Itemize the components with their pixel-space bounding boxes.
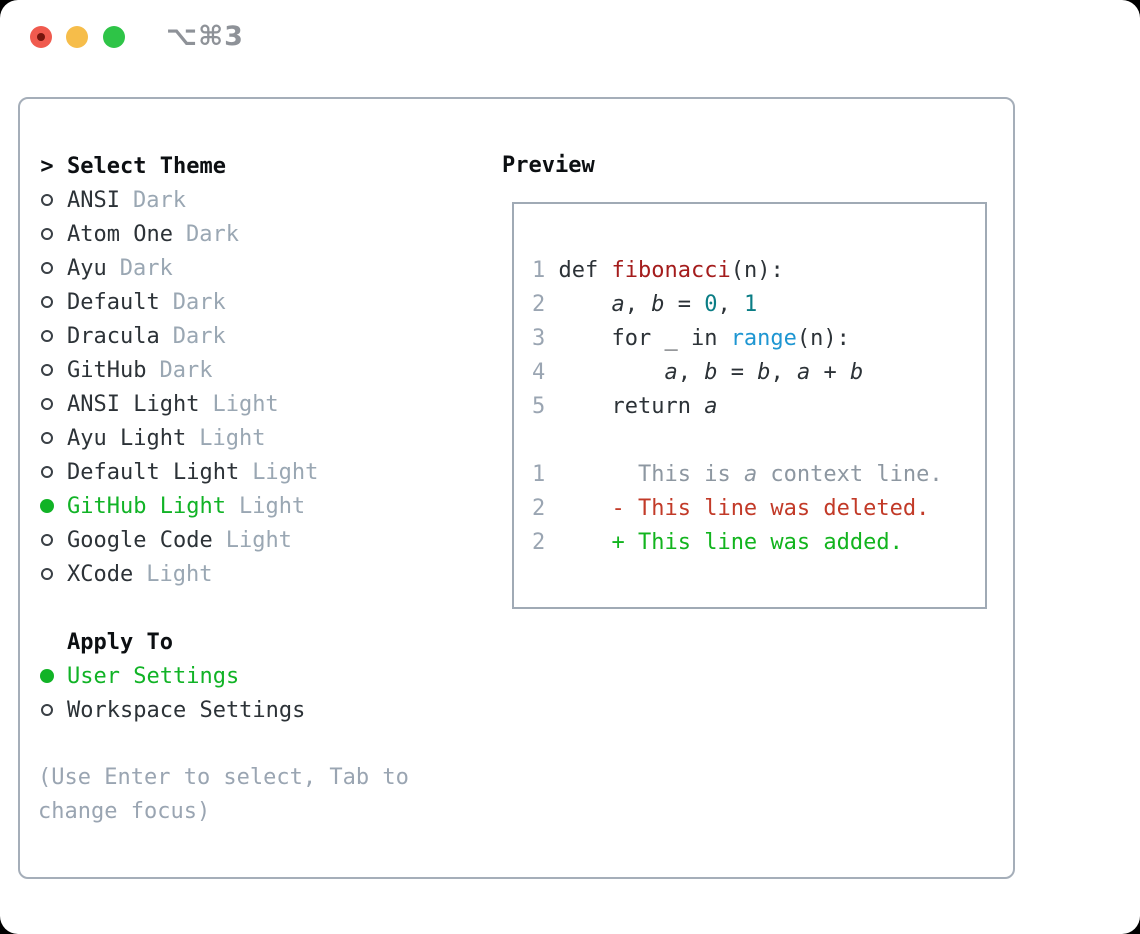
code-line: [532, 424, 985, 458]
apply-option-label: User Settings: [67, 663, 240, 689]
theme-option-google-code[interactable]: Google Code Light: [38, 523, 318, 557]
theme-option-ayu[interactable]: Ayu Dark: [38, 251, 318, 285]
theme-variant-label: Dark: [185, 221, 239, 247]
theme-option-label: ANSI: [67, 187, 120, 213]
code-line: 2 - This line was deleted.: [532, 496, 930, 521]
preview-title: Preview: [502, 153, 595, 178]
selected-radio-icon: [38, 499, 56, 513]
unsaved-dot-icon: [37, 33, 45, 41]
theme-option-ansi[interactable]: ANSI Dark: [38, 183, 318, 217]
line-number: 2: [532, 530, 559, 555]
radio-icon: [38, 364, 56, 376]
help-line-2: change focus): [38, 799, 211, 824]
theme-option-default[interactable]: Default Dark: [38, 285, 318, 319]
line-number: 2: [532, 496, 559, 521]
code-line: 5 return a: [532, 394, 718, 419]
theme-option-label: Google Code: [67, 527, 213, 553]
radio-icon: [38, 704, 56, 716]
theme-variant-label: Light: [146, 561, 213, 587]
theme-option-label: Ayu: [67, 255, 107, 281]
zoom-button[interactable]: [103, 26, 125, 48]
code-line: 1 def fibonacci(n):: [532, 258, 784, 283]
line-number: 1: [532, 462, 559, 487]
radio-icon: [38, 330, 56, 342]
preview-pane: 1 def fibonacci(n): 2 a, b = 0, 1 3 for _ …: [512, 202, 987, 609]
close-button[interactable]: [30, 26, 52, 48]
code-line: 3 for _ in range(n):: [532, 326, 850, 351]
theme-option-label: Ayu Light: [67, 425, 187, 451]
apply-option-user-settings[interactable]: User Settings: [38, 659, 305, 693]
radio-icon: [38, 262, 56, 274]
theme-option-ansi-light[interactable]: ANSI Light Light: [38, 387, 318, 421]
apply-option-workspace-settings[interactable]: Workspace Settings: [38, 693, 305, 727]
radio-icon: [38, 534, 56, 546]
theme-variant-label: Dark: [172, 323, 226, 349]
theme-variant-label: Light: [252, 459, 319, 485]
theme-list-title: Select Theme: [67, 153, 226, 179]
theme-option-label: XCode: [67, 561, 134, 587]
theme-option-label: GitHub: [67, 357, 147, 383]
help-text: (Use Enter to select, Tab to change focu…: [38, 761, 409, 829]
theme-option-atom-one[interactable]: Atom One Dark: [38, 217, 318, 251]
apply-to-title: Apply To: [67, 629, 173, 655]
theme-variant-label: Dark: [132, 187, 186, 213]
line-number: 3: [532, 326, 559, 351]
code-line: 4 a, b = b, a + b: [532, 360, 864, 385]
theme-option-label: GitHub Light: [67, 493, 226, 519]
theme-option-label: Atom One: [67, 221, 173, 247]
theme-option-label: ANSI Light: [67, 391, 200, 417]
theme-variant-label: Light: [225, 527, 292, 553]
line-number: 5: [532, 394, 559, 419]
theme-variant-label: Dark: [159, 357, 213, 383]
radio-icon: [38, 194, 56, 206]
theme-option-label: Default: [67, 289, 160, 315]
radio-icon: [38, 466, 56, 478]
help-line-1: (Use Enter to select, Tab to: [38, 765, 409, 790]
code-line: 2 a, b = 0, 1: [532, 292, 758, 317]
apply-to-header-row: Apply To: [38, 625, 305, 659]
theme-variant-label: Light: [238, 493, 306, 519]
code-line: 1 This is a context line.: [532, 462, 943, 487]
minimize-button[interactable]: [66, 26, 88, 48]
theme-variant-label: Dark: [119, 255, 173, 281]
theme-option-xcode[interactable]: XCode Light: [38, 557, 318, 591]
line-number: [532, 428, 559, 453]
prompt-caret-icon: >: [40, 153, 54, 179]
window-title: ⌥⌘3: [166, 21, 244, 52]
theme-option-label: Dracula: [67, 323, 160, 349]
selected-radio-icon: [38, 669, 56, 683]
radio-icon: [38, 228, 56, 240]
radio-icon: [38, 398, 56, 410]
theme-list-header-row: > Select Theme: [38, 149, 318, 183]
code-line: 2 + This line was added.: [532, 530, 903, 555]
theme-option-ayu-light[interactable]: Ayu Light Light: [38, 421, 318, 455]
theme-variant-label: Dark: [172, 289, 226, 315]
line-number: 4: [532, 360, 559, 385]
radio-icon: [38, 432, 56, 444]
theme-option-github-light[interactable]: GitHub Light Light: [38, 489, 318, 523]
radio-icon: [38, 568, 56, 580]
radio-icon: [38, 296, 56, 308]
theme-option-default-light[interactable]: Default Light Light: [38, 455, 318, 489]
line-number: 1: [532, 258, 559, 283]
theme-option-label: Default Light: [67, 459, 240, 485]
apply-option-label: Workspace Settings: [67, 697, 306, 723]
theme-variant-label: Light: [199, 425, 266, 451]
preview-code: 1 def fibonacci(n): 2 a, b = 0, 1 3 for _ …: [514, 204, 985, 560]
line-number: 2: [532, 292, 559, 317]
theme-variant-label: Light: [212, 391, 279, 417]
theme-option-dracula[interactable]: Dracula Dark: [38, 319, 318, 353]
theme-option-github[interactable]: GitHub Dark: [38, 353, 318, 387]
